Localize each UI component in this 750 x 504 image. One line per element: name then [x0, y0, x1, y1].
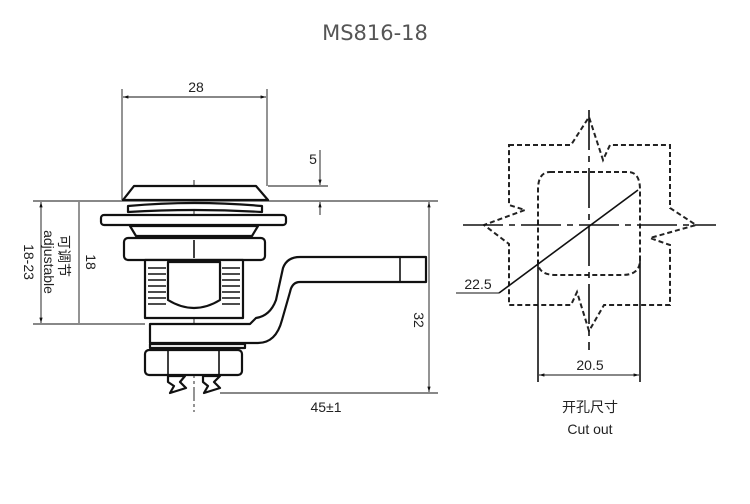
cutout-en-label: Cut out — [567, 421, 612, 437]
dim-head-label: 5 — [309, 151, 317, 167]
stud-thread-right — [201, 374, 222, 395]
inner-dashed-outline — [537, 171, 641, 276]
adjustable-cn-label: 可调节 — [56, 235, 72, 277]
seal-ring — [126, 201, 264, 214]
drawing-title: MS816-18 — [322, 21, 428, 45]
serrated-washer — [128, 224, 260, 238]
hex-nut — [143, 348, 244, 377]
lock-head — [121, 184, 270, 202]
cam-shaft — [166, 260, 222, 310]
cam-lever — [148, 255, 428, 345]
spacer-washer — [148, 342, 247, 350]
adjustable-en-label: adjustable — [41, 230, 57, 294]
cutout-view: 20.5 22.5 开孔尺寸 Cut out — [456, 110, 716, 437]
dim-length-label: 45±1 — [310, 399, 341, 415]
outer-dashed-outline — [481, 114, 699, 334]
cutout-cn-label: 开孔尺寸 — [562, 399, 618, 415]
washer — [99, 213, 288, 227]
dim-grip-label: 18 — [83, 254, 99, 270]
dim-width-label: 28 — [188, 79, 204, 95]
dim-flat-label: 20.5 — [576, 357, 603, 373]
dim-height-label: 32 — [411, 312, 427, 328]
stud-thread-left — [166, 374, 188, 395]
lock-side-view: 28 5 18 可调节 adjustable 18-23 32 45±1 — [21, 79, 438, 415]
dim-diameter-label: 22.5 — [464, 276, 491, 292]
adjustable-range-label: 18-23 — [21, 244, 37, 280]
dim-diameter-line — [498, 189, 639, 294]
